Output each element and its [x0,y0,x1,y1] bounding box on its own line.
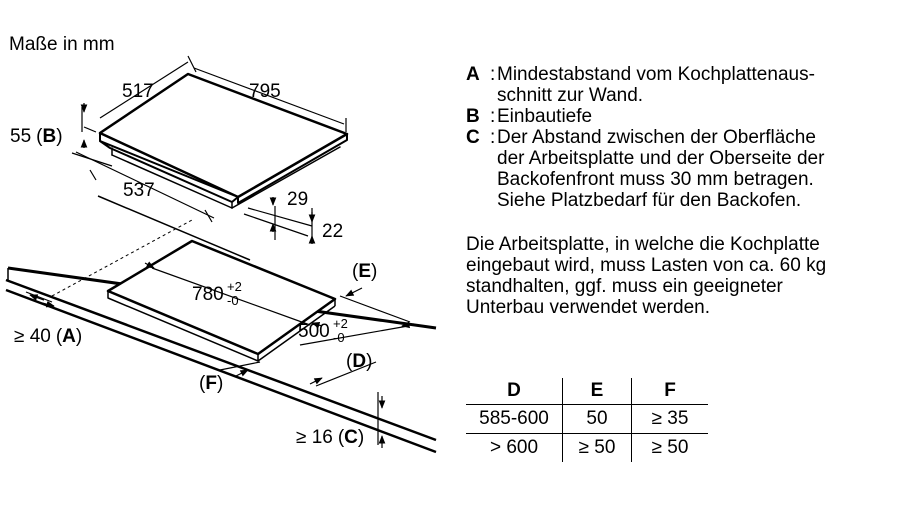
table-cell: 585-600 [479,408,549,429]
dim-55-value: 55 [10,126,31,147]
table-header-f: F [631,378,708,405]
label-f-callout: (F) [199,373,223,394]
legend-c-line-3: Backofenfront muss 30 mm betragen. [497,169,814,190]
dim-16-value: ≥ 16 [296,427,333,448]
note-line-4: Unterbau verwendet werden. [466,297,710,318]
cooktop-drawing [98,72,349,209]
dim-517-label: 517 [122,81,154,102]
legend-key-b: B [466,106,480,127]
legend: A: Mindestabstand vom Kochplattenaus- sc… [466,64,886,211]
note-line-2: eingebaut wird, muss Lasten von ca. 60 k… [466,255,827,276]
legend-text-b: Einbautiefe [497,106,886,127]
cutout-dimensions [25,267,411,445]
cutout-drawing [106,239,337,362]
clearance-table: D E F 585-600 50 ≥ 35 > 600 ≥ 50 ≥ 50 [466,378,708,462]
table-header-d: D [466,378,563,405]
legend-item-a: A: Mindestabstand vom Kochplattenaus- sc… [466,64,886,106]
label-e: E [358,261,371,282]
note-line-3: standhalten, ggf. muss ein geeigneter [466,276,783,297]
dim-537-label: 537 [123,180,155,201]
cooktop-dimension-arrows [80,103,316,244]
worktop-top-edge [97,195,251,261]
load-note: Die Arbeitsplatte, in welche die Kochpla… [466,234,886,318]
legend-c-line-4: Siehe Platzbedarf für den Backofen. [497,190,802,211]
table-cell: ≥ 35 [631,404,708,434]
label-f: F [205,373,217,394]
projection-line [51,219,193,297]
legend-key-a: A [466,64,480,85]
dim-40-label: ≥ 40(A) [14,326,82,347]
cooktop-dimensions [71,55,347,240]
table-cell: 50 [562,404,632,434]
dim-22-label: 22 [322,221,343,242]
table-cell: ≥ 50 [562,433,632,462]
label-d-callout: (D) [346,351,372,372]
table-header-row: D E F [466,378,708,405]
note-line-1: Die Arbeitsplatte, in welche die Kochpla… [466,234,820,255]
table-header-e: E [562,378,632,405]
dim-500-tol-plus: +2 [333,316,348,331]
legend-c-line-1: Der Abstand zwischen der Oberfläche [497,127,816,148]
legend-a-line-2: schnitt zur Wand. [497,85,644,106]
label-e-callout: (E) [352,261,377,282]
label-a: A [62,326,76,347]
table-row: > 600 ≥ 50 ≥ 50 [466,433,708,462]
units-caption: Maße in mm [9,34,115,55]
dim-780-tol-minus: -0 [227,293,239,308]
table-row: 585-600 50 ≥ 35 [466,404,708,434]
dim-55-label: 55(B) [10,126,63,147]
dim-780-tol-plus: +2 [227,279,242,294]
legend-text-c: Der Abstand zwischen der Oberfläche der … [497,127,886,211]
cutout-dimension-arrows [29,261,415,448]
table-cell: ≥ 50 [631,433,708,462]
label-c: C [344,427,358,448]
legend-b-line-1: Einbautiefe [497,106,593,127]
dim-500-label: 500 [298,321,330,342]
legend-item-b: B: Einbautiefe [466,106,886,127]
label-d: D [352,351,366,372]
dim-40-value: ≥ 40 [14,326,51,347]
legend-a-line-1: Mindestabstand vom Kochplattenaus- [497,64,815,85]
dim-16-label: ≥ 16(C) [296,427,364,448]
legend-key-c: C [466,127,480,148]
table-cell: > 600 [466,433,563,462]
legend-c-line-2: der Arbeitsplatte und der Oberseite der [497,148,825,169]
dim-29-label: 29 [287,189,308,210]
label-b: B [42,126,56,147]
legend-text-a: Mindestabstand vom Kochplattenaus- schni… [497,64,886,106]
legend-item-c: C: Der Abstand zwischen der Oberfläche d… [466,127,886,211]
dim-500-tol-minus: -0 [333,330,345,345]
dim-780-label: 780 [192,284,224,305]
dim-795-label: 795 [249,81,281,102]
